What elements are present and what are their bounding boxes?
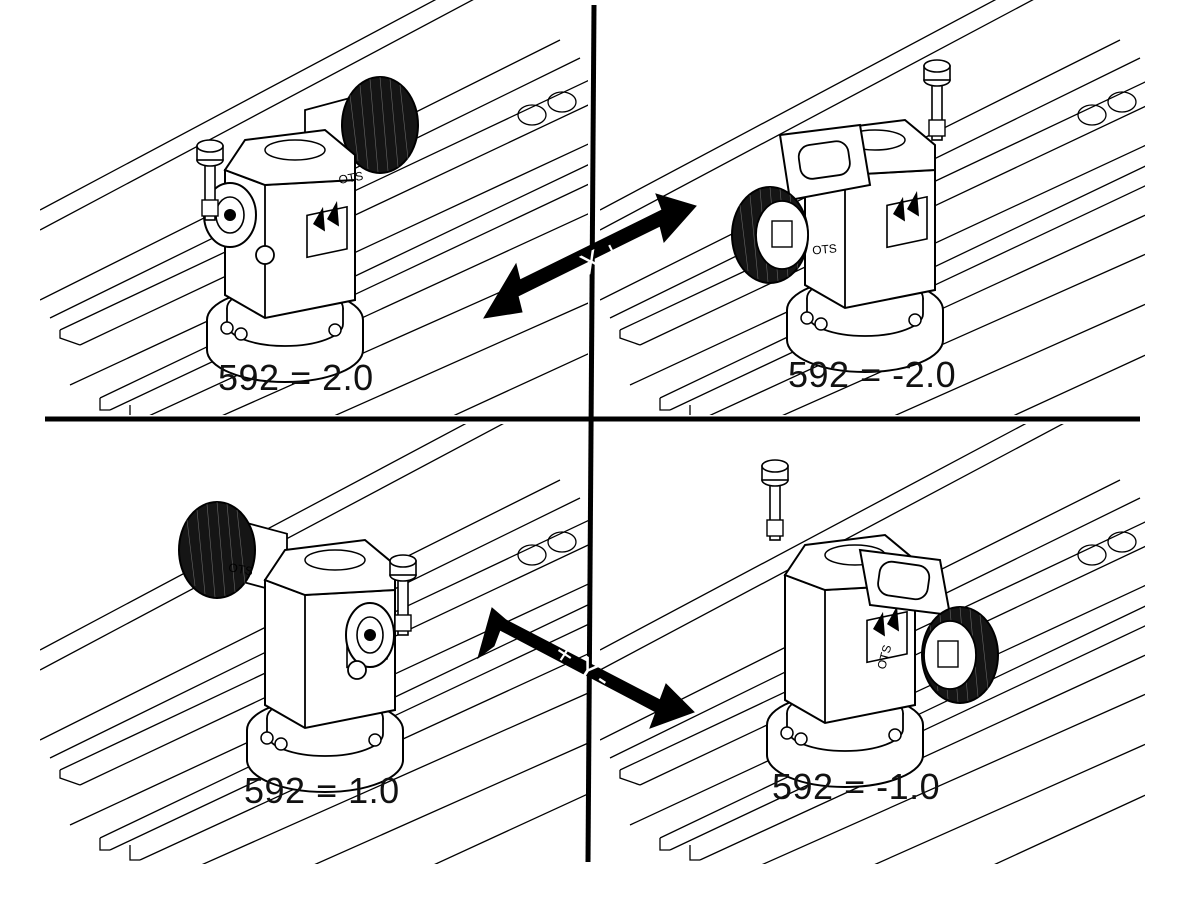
- stylus-holder: [345, 602, 395, 668]
- ots-label: OTS: [812, 241, 838, 257]
- quadrant-bottom-left: OTS: [40, 424, 588, 864]
- ots-label: OTS: [874, 643, 894, 670]
- stylus: [923, 59, 951, 141]
- ots-label: OTS: [337, 169, 364, 187]
- window-housing: [858, 548, 952, 617]
- probe-assembly: OTS: [761, 459, 999, 788]
- quadrant-bottom-right: OTS: [600, 424, 1145, 864]
- caption-bottom-right: 592 = -1.0: [772, 766, 941, 807]
- double-arrow-icon: [477, 607, 695, 729]
- vertical-divider: [585, 4, 597, 863]
- knurled-knob: [731, 186, 809, 284]
- caption-top-right: 592 = -2.0: [788, 354, 957, 395]
- stylus-holder: [203, 182, 257, 248]
- caption-top-left: 592 = 2.0: [218, 357, 374, 398]
- probe-assembly: OTS: [178, 501, 417, 793]
- double-arrow-icon: [483, 193, 697, 319]
- caption-bottom-left: 592 = 1.0: [244, 770, 400, 811]
- quadrant-top-right: OTS: [600, 0, 1145, 415]
- quadrant-top-left: OTS: [40, 0, 588, 415]
- probe-assembly: OTS: [196, 76, 419, 383]
- probe-assembly: OTS: [731, 59, 951, 373]
- knurled-knob: [921, 606, 999, 704]
- ots-label: OTS: [227, 560, 254, 578]
- stylus: [761, 459, 789, 541]
- window-housing: [778, 123, 872, 202]
